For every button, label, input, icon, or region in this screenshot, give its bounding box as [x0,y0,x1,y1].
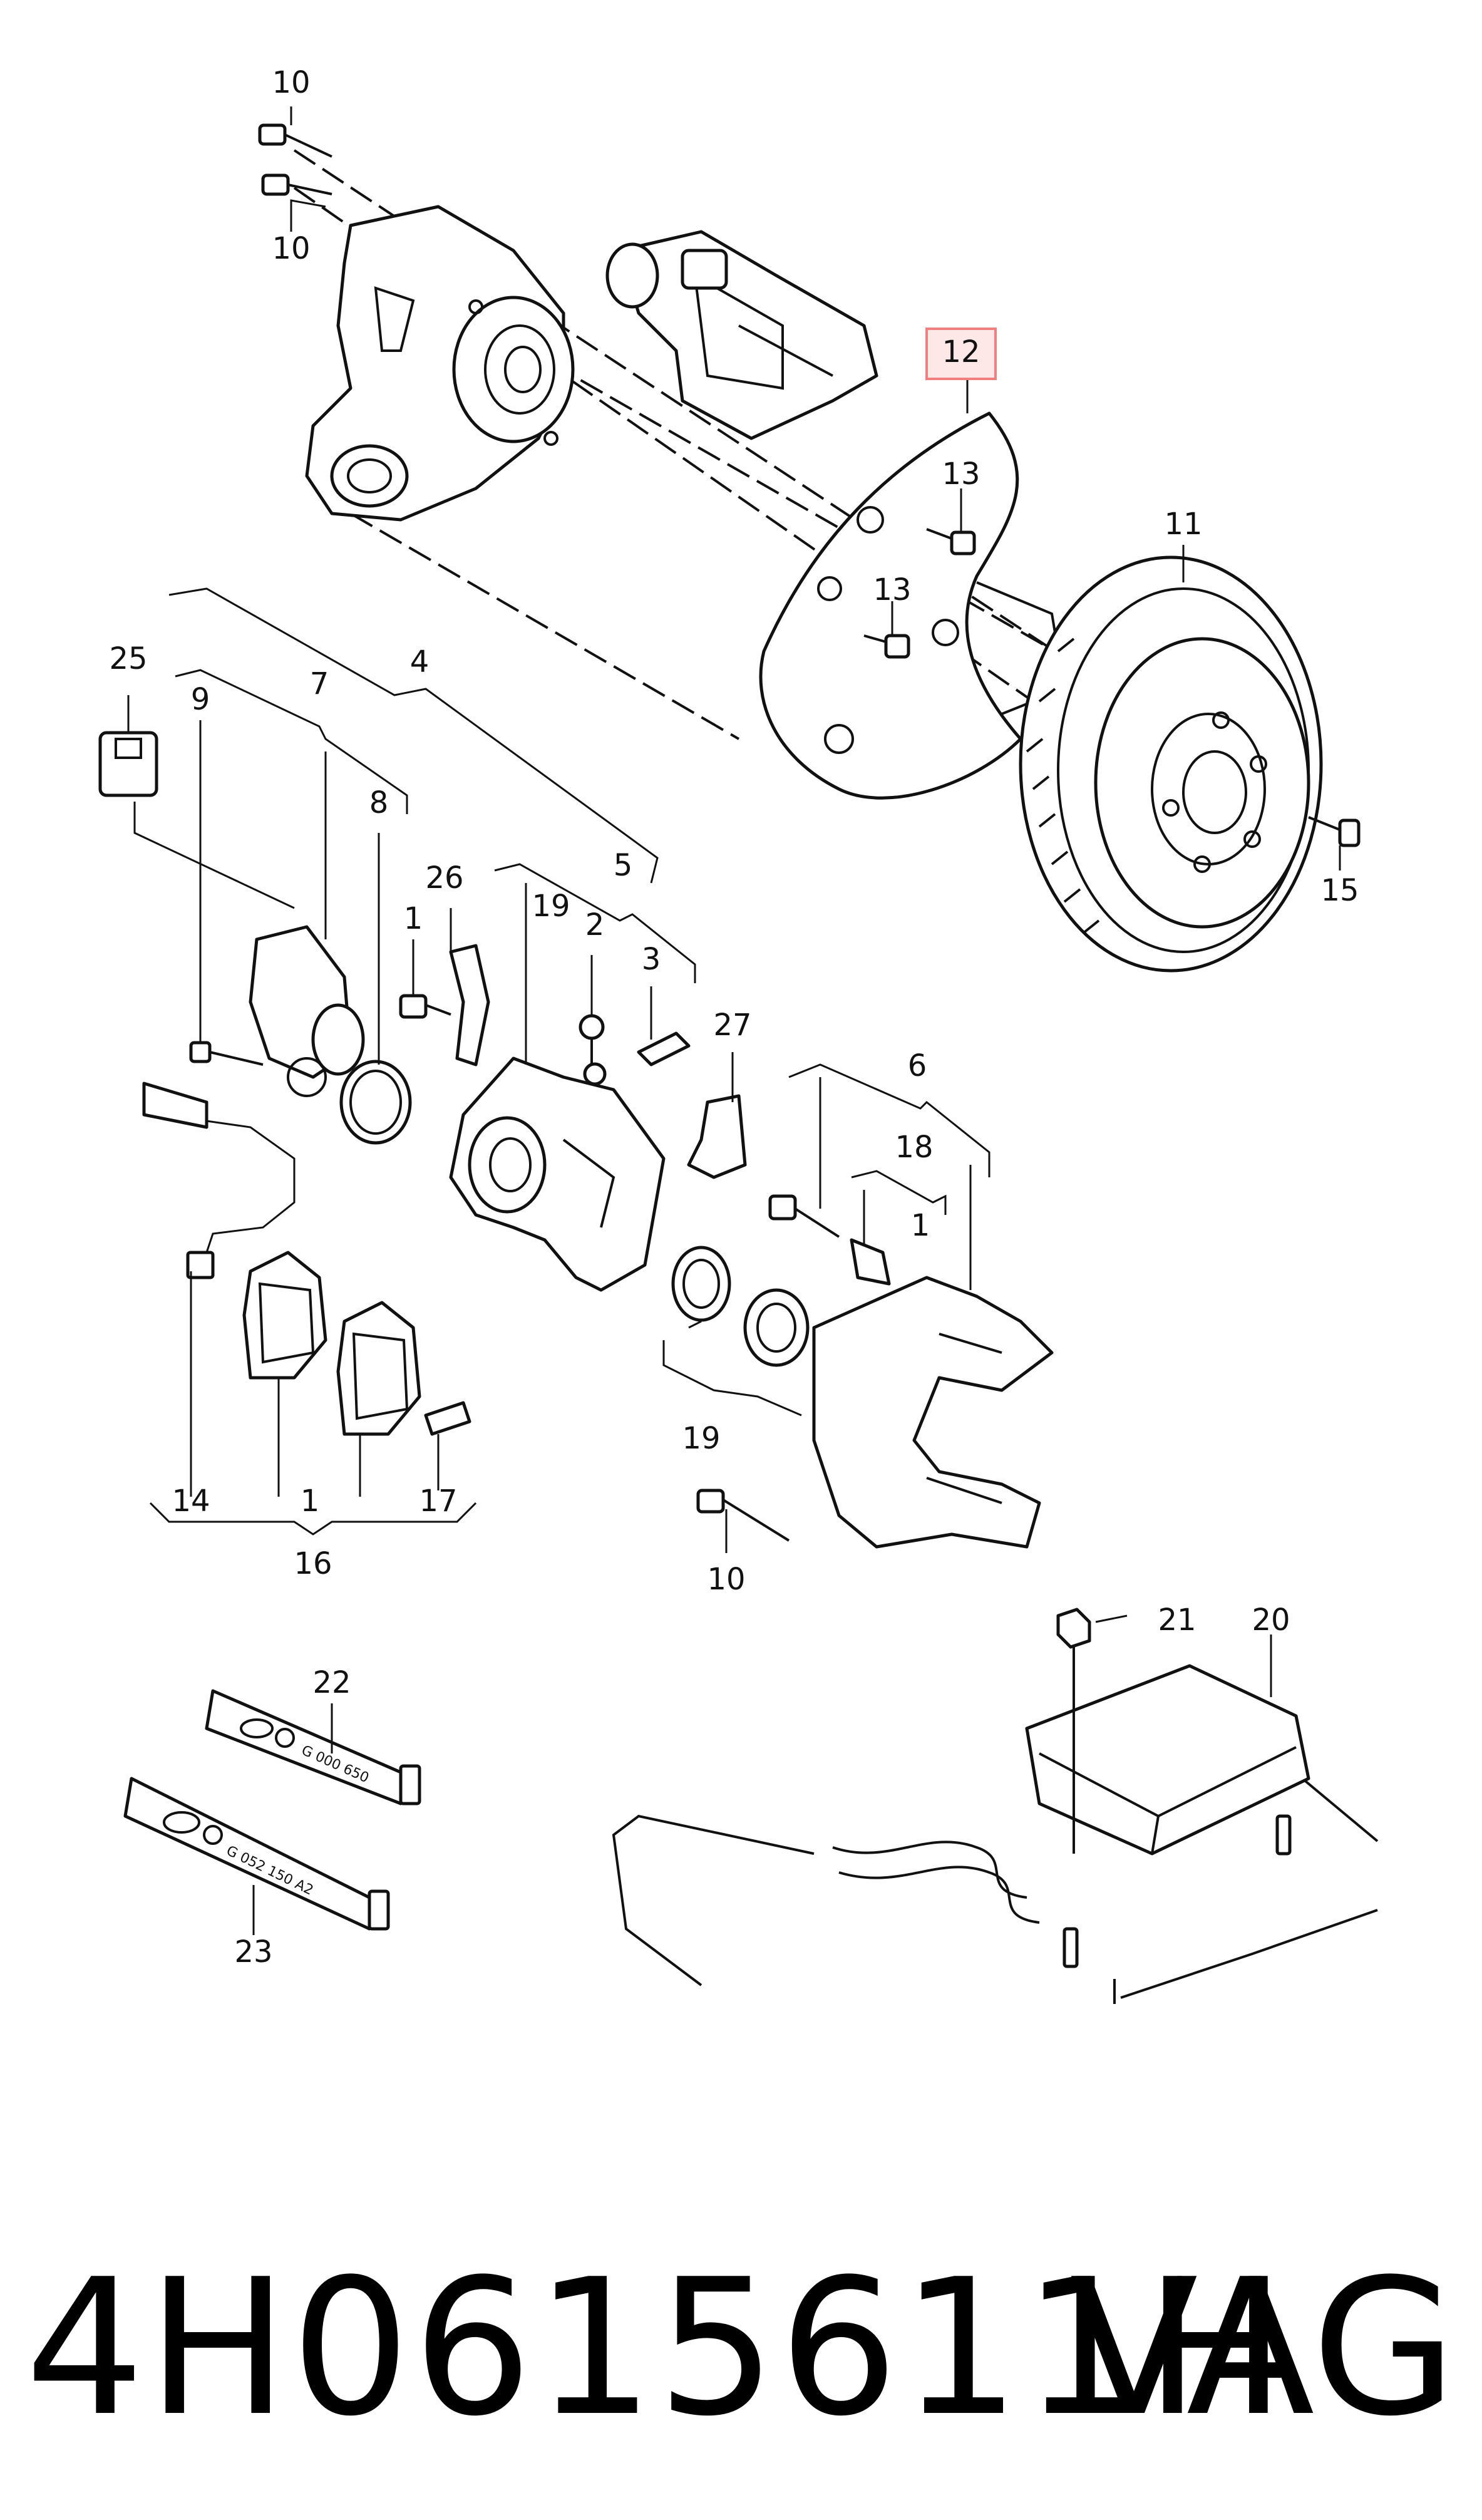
carrier-bolt [696,1489,790,1542]
brake-pad-outer [242,1251,327,1380]
callout-7: 7 [310,666,329,701]
callout-27: 27 [713,1008,751,1043]
anti-rattle-clip [424,1401,471,1436]
bleeder-cap [579,1014,607,1086]
caliper-carrier [812,1276,1054,1549]
callout-20: 20 [1252,1603,1290,1638]
group-bracket-5 [494,863,696,983]
parking-brake-motor [249,925,365,1097]
brake-pad-inner [336,1301,421,1436]
group-bracket-4 [168,587,659,884]
callout-13: 13 [942,457,980,492]
brake-caliper-upper [605,230,878,440]
stud-bolt [1063,1814,1292,1968]
callout-10: 10 [707,1562,745,1597]
screw-9 [189,1041,264,1066]
connector-25 [98,731,295,909]
part-number: 4H0615611H [25,2239,1289,2457]
assembly-axis-line [349,512,740,740]
callout-1: 1 [404,901,423,936]
callout-1: 1 [301,1484,320,1519]
bolt-10-upper [258,123,332,158]
callout-19: 19 [532,889,570,924]
bolt-13-a [926,528,976,555]
group-bracket-19b [662,1340,802,1417]
dust-shield [759,411,1066,800]
callout-3: 3 [642,942,661,977]
callout-6: 6 [908,1048,927,1083]
callout-4: 4 [410,644,430,679]
grease-tube-23: G 052 150 A2 [123,1777,390,1931]
footer: 4H0615611H VAG [0,2229,1482,2467]
wear-sensor [142,1082,296,1279]
callout-1: 1 [911,1208,930,1243]
bleeder-valve [637,1031,691,1066]
floor-pan [612,1777,1379,2004]
group-bracket-6 [788,1063,991,1177]
callout-13: 13 [873,572,911,607]
leader-line [1095,1614,1128,1623]
spring-clip [687,1094,747,1179]
control-unit [1025,1664,1310,1856]
callout-25: 25 [109,641,147,676]
exploded-parts-diagram: G 000 650 G 052 150 A2 [98,65,1379,2004]
leader-line [290,199,326,232]
callout-15: 15 [1320,873,1359,908]
callout-5: 5 [614,848,633,883]
bracket-26 [449,944,490,1066]
highlight-box-12 [925,328,997,380]
callout-21: 21 [1158,1603,1196,1638]
dust-boot [743,1288,810,1367]
piston-seal [671,1246,731,1322]
callout-9: 9 [191,682,210,717]
callout-2: 2 [585,907,605,942]
group-bracket-7 [175,669,408,814]
o-ring [339,1060,412,1145]
callout-12: 12 [942,334,980,369]
callout-10: 10 [272,231,310,266]
guide-bolt [768,1194,840,1238]
callout-14: 14 [172,1484,210,1519]
bolt-10-lower [261,173,332,196]
callout-10: 10 [272,65,310,100]
callout-11: 11 [1164,507,1202,542]
caliper-housing [449,1056,666,1292]
bolt-1-a [399,994,451,1019]
mounting-nut [1056,1608,1091,1854]
group-bracket-16 [149,1502,477,1536]
brake-disc [1019,555,1323,973]
callout-16: 16 [294,1546,332,1581]
brand-name: VAG [1069,2239,1457,2457]
wheel-bearing-housing [305,205,575,522]
callout-19: 19 [682,1421,720,1456]
callout-8: 8 [369,785,389,820]
guide-bushing [850,1238,891,1286]
bolt-15 [1308,816,1361,847]
grease-tube-22: G 000 650 [205,1689,421,1805]
callout-23: 23 [234,1934,272,1970]
callout-26: 26 [425,860,463,896]
leader-line [688,1320,702,1329]
callout-22: 22 [312,1665,351,1700]
group-bracket-18 [851,1170,947,1215]
bolt-13-b [863,634,910,659]
callout-17: 17 [419,1484,457,1519]
callout-18: 18 [895,1130,933,1165]
